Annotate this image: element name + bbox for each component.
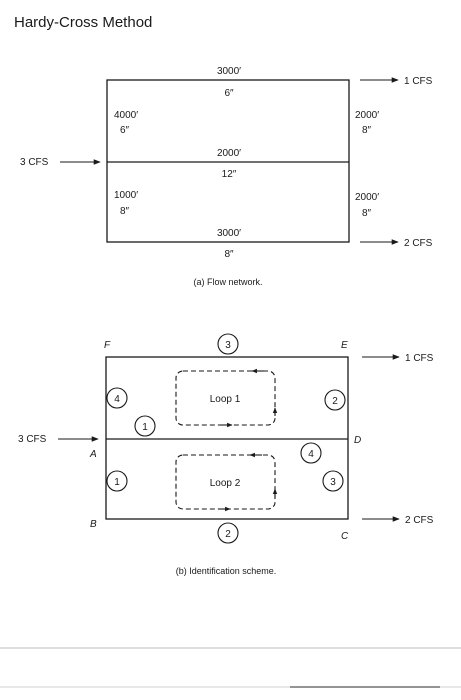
right-upper-pipe-length: 2000′ — [355, 110, 379, 121]
top-pipe-length: 3000′ — [217, 66, 241, 77]
pipe-number-middle-loop2-text: 4 — [308, 449, 314, 460]
bottom-pipe-diameter: 8″ — [224, 249, 234, 260]
loop2-label: Loop 2 — [210, 478, 241, 489]
pipe-number-left-lower-text: 1 — [114, 477, 120, 488]
node-d: D — [354, 435, 361, 446]
loop2-circulation: Loop 2 — [175, 452, 278, 512]
page-title: Hardy-Cross Method — [14, 14, 153, 31]
middle-pipe-diameter: 12″ — [222, 169, 237, 180]
left-upper-pipe-diameter: 6″ — [120, 125, 130, 136]
scheme-inflow-label: 3 CFS — [18, 434, 47, 445]
left-lower-pipe-diameter: 8″ — [120, 206, 130, 217]
right-lower-pipe-diameter: 8″ — [362, 208, 372, 219]
pipe-number-left-upper-text: 4 — [114, 394, 120, 405]
pipe-number-bottom-text: 2 — [225, 529, 231, 540]
pipe-number-right-upper-text: 2 — [332, 396, 338, 407]
scheme-caption: (b) Identification scheme. — [176, 566, 277, 576]
left-lower-pipe-length: 1000′ — [114, 190, 138, 201]
right-upper-pipe-diameter: 8″ — [362, 125, 372, 136]
scheme-outline — [105, 356, 349, 520]
network-outline — [106, 79, 350, 243]
scheme-outflow-bottom-label: 2 CFS — [405, 515, 434, 526]
outflow-top-label: 1 CFS — [404, 76, 433, 87]
left-upper-pipe-length: 4000′ — [114, 110, 138, 121]
scheme-outflow-top-label: 1 CFS — [405, 353, 434, 364]
loop1-label: Loop 1 — [210, 394, 241, 405]
bottom-pipe-length: 3000′ — [217, 228, 241, 239]
node-a: A — [89, 449, 97, 460]
pipe-number-bottom: 2 — [217, 522, 239, 544]
node-c: C — [341, 531, 349, 542]
pipe-number-right-lower: 3 — [322, 470, 344, 492]
flow-network: 3000′ 6″ 4000′ 6″ 2000′ 8″ 2000′ 12″ 100… — [20, 66, 433, 287]
pipe-number-middle-loop1: 1 — [134, 415, 156, 437]
node-e: E — [341, 340, 348, 351]
outflow-bottom-label: 2 CFS — [404, 238, 433, 249]
top-pipe-diameter: 6″ — [224, 88, 234, 99]
loop1-circulation: Loop 1 — [175, 368, 278, 428]
pipe-number-middle-loop2: 4 — [300, 442, 322, 464]
pipe-number-right-lower-text: 3 — [330, 477, 336, 488]
network-caption: (a) Flow network. — [193, 277, 262, 287]
inflow-label: 3 CFS — [20, 157, 49, 168]
right-lower-pipe-length: 2000′ — [355, 192, 379, 203]
pipe-number-top: 3 — [217, 333, 239, 355]
identification-scheme: F E A D B C 3 4 2 1 4 1 — [18, 333, 434, 576]
pipe-number-top-text: 3 — [225, 340, 231, 351]
pipe-number-right-upper: 2 — [324, 389, 346, 411]
middle-pipe-length: 2000′ — [217, 148, 241, 159]
node-f: F — [104, 340, 111, 351]
pipe-number-left-upper: 4 — [106, 387, 128, 409]
pipe-number-middle-loop1-text: 1 — [142, 422, 148, 433]
pipe-number-left-lower: 1 — [106, 470, 128, 492]
node-b: B — [90, 519, 97, 530]
